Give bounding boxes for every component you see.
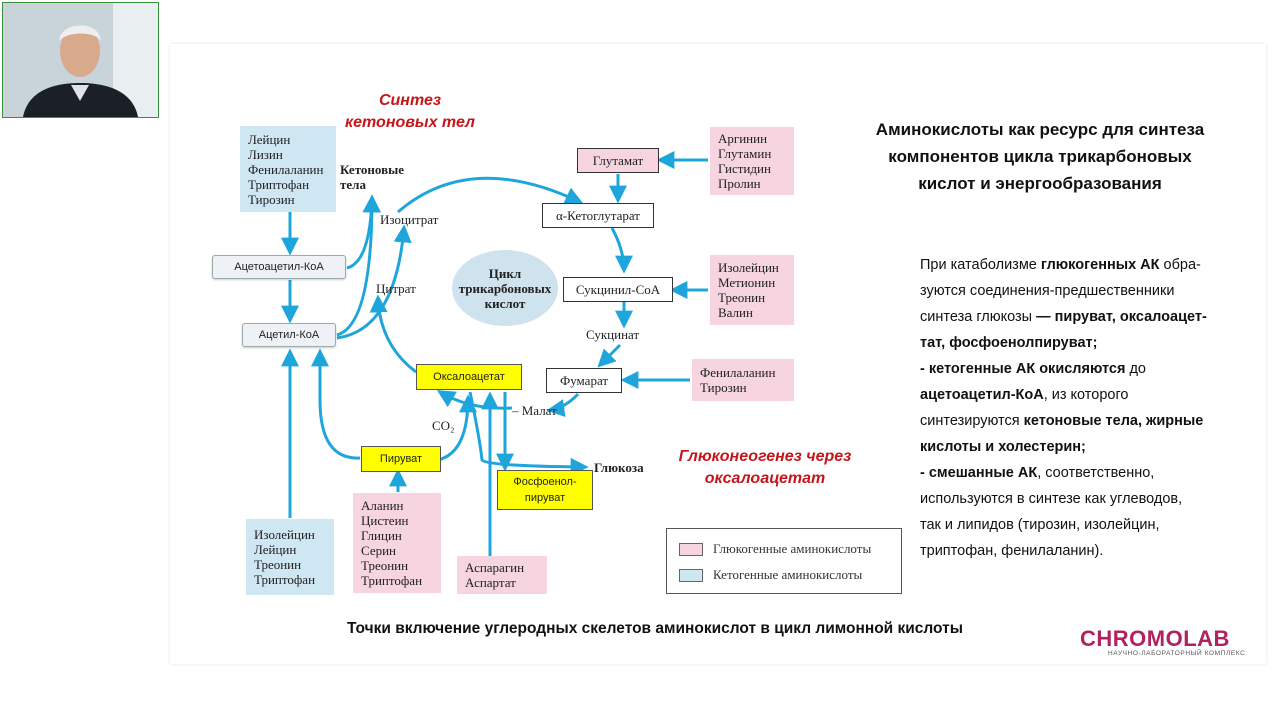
succinyl-coa-node: Сукцинил-CoA (563, 277, 673, 302)
arrow-oxaloacetate-to-citrate (369, 294, 417, 374)
body-text-line: ацетоацетил-КоА, из которого (920, 387, 1129, 403)
legend-item-glucogenic: Глюкогенные аминокислоты (679, 541, 871, 557)
figure-caption: Точки включение углеродных скелетов амин… (347, 620, 963, 637)
ketone-synthesis-label: Синтез кетоновых тел (345, 92, 475, 131)
citrate-node: Цитрат (376, 281, 416, 296)
webcam-video-thumbnail[interactable] (2, 2, 159, 118)
body-text-line: тат, фосфоенолпируват; (920, 335, 1098, 351)
alpha-ketoglutarate-node: α-Кетоглутарат (542, 203, 654, 228)
slide-body-text: При катаболизме глюкогенных АК обра-зуют… (920, 252, 1250, 564)
fumarate-sources-group: Фенилаланин Тирозин (692, 359, 794, 401)
arrow-to-glucose (468, 391, 589, 476)
body-text-line: зуются соединения-предшественники (920, 283, 1175, 299)
body-text-line: так и липидов (тирозин, изолейцин, (920, 517, 1160, 533)
presenter-image (3, 3, 158, 117)
body-text-line: используются в синтезе как углеводов, (920, 491, 1183, 507)
body-text-line: - смешанные АК, соответственно, (920, 465, 1155, 481)
glutamate-sources-group: Аргинин Глутамин Гистидин Пролин (710, 127, 794, 195)
acetyl-coa-node: Ацетил-КоА (242, 323, 336, 347)
gluconeogenesis-label: Глюконеогенез через оксалоацетат (678, 448, 852, 487)
succinyl-sources-group: Изолейцин Метионин Треонин Валин (710, 255, 794, 325)
body-text-line: синтеза глюкозы — пируват, оксалоацет- (920, 309, 1207, 325)
pyruvate-sources-group: Аланин Цистеин Глицин Серин Треонин Трип… (353, 493, 441, 593)
body-text-line: - кетогенные АК окисляются до (920, 361, 1146, 377)
pep-node: Фосфоенол- пируват (497, 470, 593, 510)
body-text-line: синтезируются кетоновые тела, жирные (920, 413, 1204, 429)
legend-swatch-ketogenic (679, 568, 703, 582)
arrow-isocitrate-to-akg (397, 176, 584, 214)
body-text-line: кислоты и холестерин; (920, 439, 1086, 455)
pyruvate-node: Пируват (361, 446, 441, 472)
fumarate-node: Фумарат (546, 368, 622, 393)
oxaloacetate-sources-group: Аспарагин Аспартат (457, 556, 547, 594)
glucose-node: Глюкоза (594, 460, 644, 475)
slide-title: Аминокислоты как ресурс для синтеза комп… (875, 120, 1205, 193)
tca-cycle-center: Цикл трикарбоновых кислот (452, 250, 558, 326)
legend: Глюкогенные аминокислоты Кетогенные амин… (666, 528, 902, 594)
ketogenic-group-bottom: Изолейцин Лейцин Треонин Триптофан (246, 519, 334, 595)
legend-item-ketogenic: Кетогенные аминокислоты (679, 567, 862, 583)
isocitrate-node: Изоцитрат (380, 212, 439, 227)
legend-swatch-glucogenic (679, 542, 703, 556)
ketone-bodies-node: Кетоновые тела (340, 162, 405, 192)
malate-node: – Малат (512, 403, 557, 418)
chromolab-logo: CHROMOLAB НАУЧНО-ЛАБОРАТОРНЫЙ КОМПЛЕКС (1080, 626, 1246, 657)
body-text-line: триптофан, фенилаланин). (920, 543, 1104, 559)
glutamate-node: Глутамат (577, 148, 659, 173)
body-text-line: При катаболизме глюкогенных АК обра- (920, 257, 1201, 273)
succinate-node: Сукцинат (586, 327, 640, 342)
oxaloacetate-node: Оксалоацетат (416, 364, 522, 390)
co2-label: CO₂ (432, 418, 455, 433)
ketogenic-group-top: Лейцин Лизин Фенилаланин Триптофан Тироз… (240, 126, 336, 212)
acetoacetyl-coa-node: Ацетоацетил-КоА (212, 255, 346, 279)
